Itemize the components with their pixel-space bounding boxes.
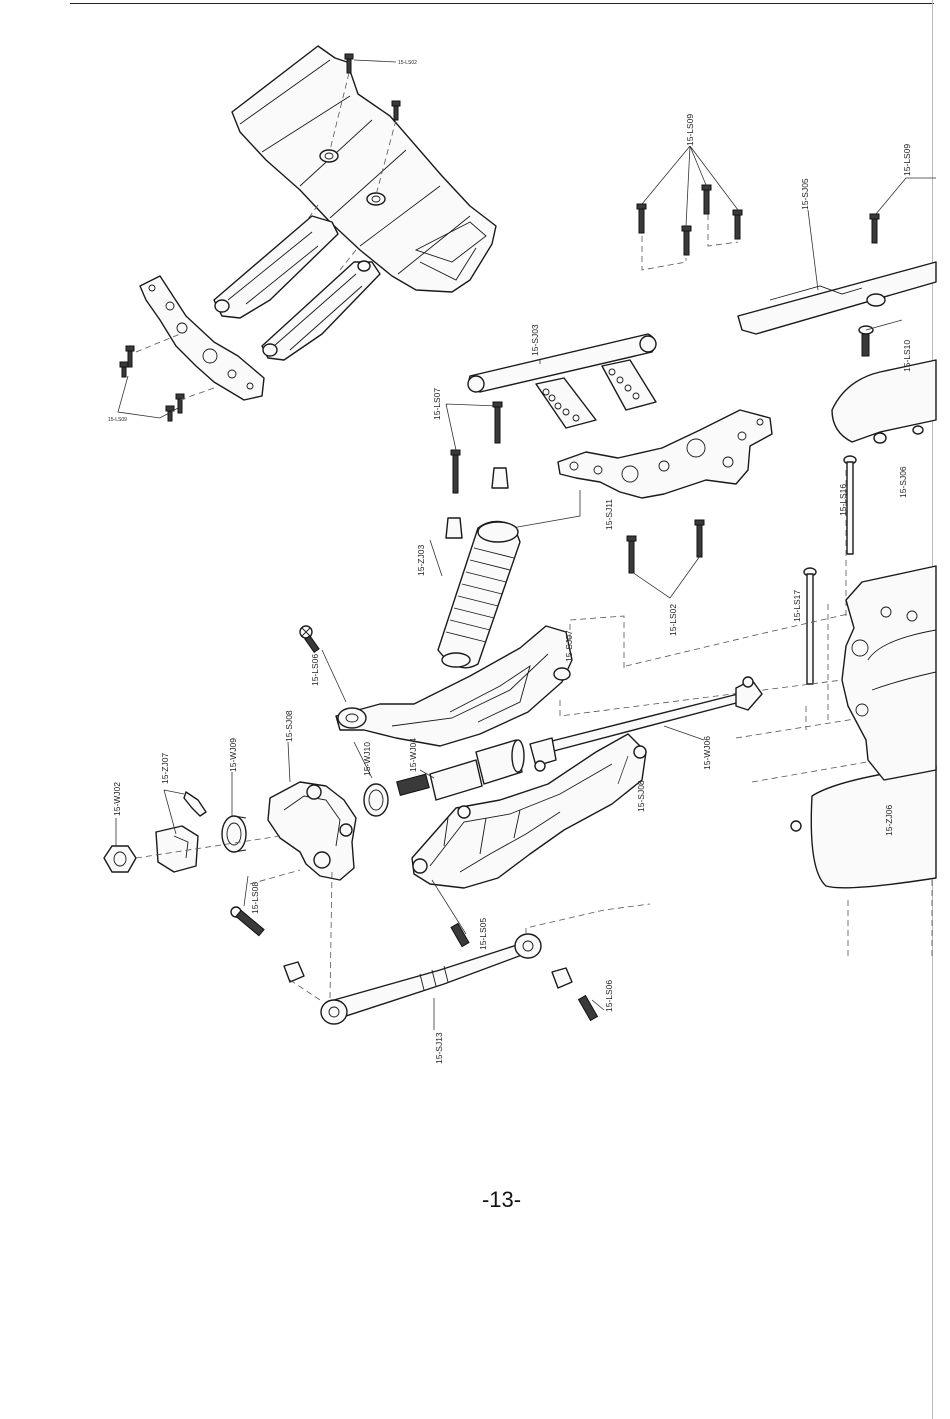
label-sj11: 15-SJ11 [604, 499, 614, 530]
label-zj07: 15-ZJ07 [160, 753, 170, 784]
label-wj02: 15-WJ02 [112, 782, 122, 816]
top-screw-guides [642, 214, 738, 270]
label-ls09-wing: 15-LS09 [108, 417, 127, 423]
label-wj10: 15-WJ10 [362, 742, 372, 776]
drive-pin [184, 792, 206, 816]
ball-stud-lower [284, 962, 304, 982]
leader-ls10 [866, 320, 902, 330]
camber-link [321, 934, 541, 1024]
leader-ls02 [632, 556, 700, 598]
shock-tower [558, 410, 772, 498]
wheel-hex [156, 826, 198, 872]
label-sj07: 15-SJ07 [564, 630, 574, 662]
label-ls17: 15-LS17 [792, 590, 802, 622]
body-mount-bar [738, 262, 936, 334]
top-screws [637, 185, 742, 255]
leader-sj08-upright [288, 742, 290, 782]
label-ls09-right: 15-LS09 [902, 144, 912, 176]
gearbox-case [842, 566, 936, 780]
label-wj09: 15-WJ09 [228, 738, 238, 772]
label-wj06: 15-WJ06 [702, 736, 712, 770]
wing-screw-2 [392, 101, 400, 120]
rear-bumper [832, 360, 936, 443]
label-ls10: 15-LS10 [902, 340, 912, 372]
leader-ls02-wing [354, 60, 396, 62]
lower-arm [412, 734, 646, 888]
wheel-nut [104, 846, 136, 872]
label-sj03: 15-SJ03 [530, 324, 540, 356]
label-sj06: 15-SJ06 [898, 466, 908, 498]
label-sj13: 15-SJ13 [434, 1032, 444, 1064]
label-ls02-wing: 15-LS02 [398, 60, 417, 66]
upright-guides [290, 872, 332, 1000]
label-ls06-bottom: 15-LS06 [604, 980, 614, 1012]
rear-upright [268, 782, 356, 880]
label-ls08: 15-LS08 [250, 882, 260, 914]
label-ls02: 15-LS02 [668, 604, 678, 636]
leader-sj11 [512, 490, 580, 528]
right-screw-mid [859, 326, 873, 356]
leader-ls09-top [642, 146, 738, 226]
leader-sj05 [808, 210, 818, 290]
label-sj08-arm: 15-SJ08 [636, 780, 646, 812]
leader-ls07 [446, 404, 498, 450]
label-zj03: 15-ZJ03 [416, 545, 426, 576]
leader-ls06-bottom [592, 1000, 604, 1010]
bearing-wj09 [222, 816, 246, 852]
screw-ls05 [451, 923, 469, 946]
housing-guides [848, 880, 932, 960]
hinge-pin-ls17 [804, 568, 816, 684]
label-ls09-top: 15-LS09 [685, 114, 695, 146]
screws-ls02 [627, 520, 704, 573]
screw-ls06-top [300, 626, 319, 652]
link-guide [526, 904, 650, 934]
label-ls05: 15-LS05 [478, 918, 488, 950]
motor-housing [791, 766, 936, 888]
leader-ls09-right [876, 178, 936, 214]
right-screw-top [870, 214, 879, 243]
leader-wj06 [664, 726, 704, 740]
label-ls07: 15-LS07 [432, 388, 442, 420]
leader-zj03 [430, 540, 442, 576]
leader-ls06-top [322, 650, 346, 702]
ball-stud-ls06 [552, 968, 597, 1020]
label-zj06: 15-ZJ06 [884, 805, 894, 836]
leader-ls08 [244, 876, 248, 906]
shock-absorber [438, 521, 520, 667]
label-sj08-upright: 15-SJ08 [284, 710, 294, 742]
label-ls16: 15-LS16 [838, 484, 848, 516]
label-ls06-top: 15-LS06 [310, 654, 320, 686]
label-wj04: 15-WJ04 [408, 738, 418, 772]
page-number: -13- [0, 1187, 950, 1213]
label-sj05: 15-SJ05 [800, 178, 810, 210]
bearing-wj10 [364, 784, 388, 816]
